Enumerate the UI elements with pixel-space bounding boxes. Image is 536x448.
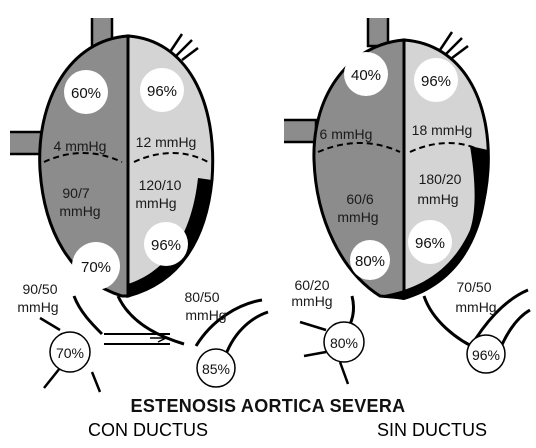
pa-saturation: 80% bbox=[330, 335, 358, 351]
ra-saturation: 40% bbox=[351, 67, 381, 84]
heart-con-ductus: 60% 96% 70% 96% 70% 85% 4 mmHg 12 mmHg 9… bbox=[10, 18, 268, 392]
pa-saturation: 70% bbox=[56, 345, 84, 361]
lv-pressure-value: 120/10 bbox=[139, 177, 182, 193]
heart-sin-ductus: 40% 96% 80% 96% 80% 96% 6 mmHg 18 mmHg 6… bbox=[284, 18, 530, 384]
la-saturation: 96% bbox=[421, 73, 451, 90]
lv-pressure-value: 180/20 bbox=[419, 171, 462, 187]
la-saturation: 96% bbox=[147, 83, 177, 100]
ra-pressure: 6 mmHg bbox=[320, 126, 373, 142]
caption-con-ductus: CON DUCTUS bbox=[68, 420, 228, 441]
descending-aorta bbox=[224, 312, 268, 360]
ao-pressure-unit: mmHg bbox=[455, 299, 496, 315]
rv-saturation: 70% bbox=[81, 259, 111, 276]
rv-pressure-value: 60/6 bbox=[346, 191, 373, 207]
lv-saturation: 96% bbox=[415, 235, 445, 252]
la-pressure: 18 mmHg bbox=[412, 122, 473, 138]
ao-saturation: 85% bbox=[202, 361, 230, 377]
aorta-wall bbox=[118, 296, 184, 344]
lv-pressure-unit: mmHg bbox=[135, 195, 176, 211]
la-pressure: 12 mmHg bbox=[136, 134, 197, 150]
ao-pressure-value: 80/50 bbox=[184, 289, 219, 305]
lv-pressure-unit: mmHg bbox=[417, 191, 458, 207]
ao-saturation: 96% bbox=[472, 347, 500, 363]
inferior-vena-cava bbox=[284, 120, 316, 142]
pa-pressure-unit: mmHg bbox=[17, 299, 58, 315]
caption-sin-ductus: SIN DUCTUS bbox=[352, 420, 512, 441]
ra-pressure: 4 mmHg bbox=[54, 138, 107, 154]
ao-pressure-value: 70/50 bbox=[456, 279, 491, 295]
rv-pressure-value: 90/7 bbox=[62, 185, 89, 201]
rv-saturation: 80% bbox=[355, 253, 385, 270]
pa-pressure-unit: mmHg bbox=[291, 293, 332, 309]
lv-saturation: 96% bbox=[151, 237, 181, 254]
superior-vena-cava bbox=[368, 18, 388, 46]
pulmonary-artery-wall bbox=[74, 296, 102, 334]
pa-pressure-value: 60/20 bbox=[294, 277, 329, 293]
ao-pressure-unit: mmHg bbox=[185, 307, 226, 323]
diagram-title: ESTENOSIS AORTICA SEVERA bbox=[0, 396, 536, 417]
rv-pressure-unit: mmHg bbox=[337, 209, 378, 225]
pa-pressure-value: 90/50 bbox=[22, 281, 57, 297]
rv-pressure-unit: mmHg bbox=[59, 203, 100, 219]
ra-saturation: 60% bbox=[71, 85, 101, 102]
